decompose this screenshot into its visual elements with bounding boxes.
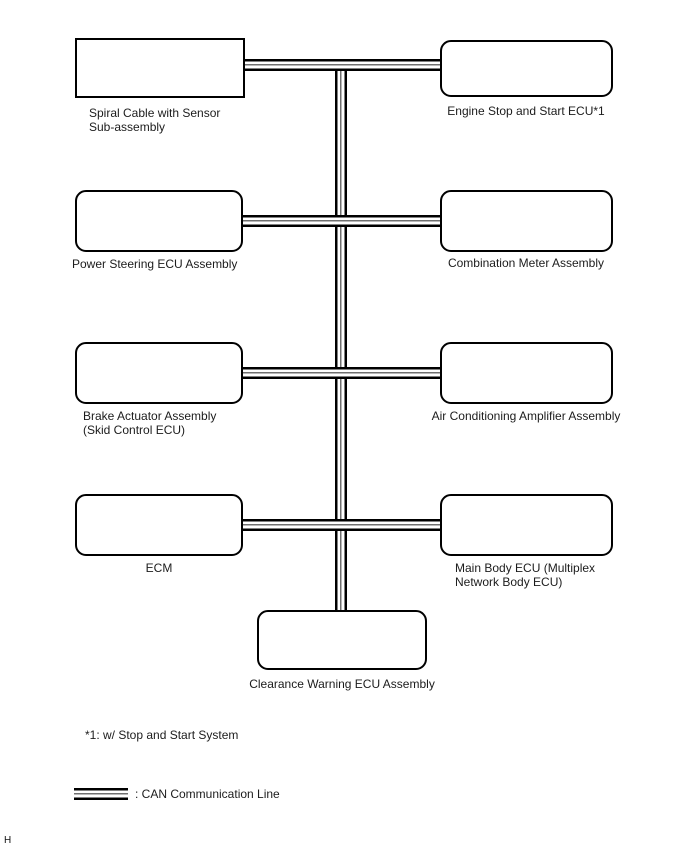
can-branch-row2 [243, 215, 440, 227]
node-label-engine-stop-start-ecu: Engine Stop and Start ECU*1 [447, 104, 605, 118]
node-box-ecm [75, 494, 243, 556]
legend-label: : CAN Communication Line [135, 787, 280, 801]
node-box-spiral-cable [75, 38, 245, 98]
can-line-legend-icon [74, 788, 128, 800]
can-trunk-line [335, 59, 347, 612]
node-label-power-steering-ecu: Power Steering ECU Assembly [72, 257, 238, 271]
node-box-clearance-warning-ecu [257, 610, 427, 670]
node-label-main-body-ecu: Main Body ECU (Multiplex Network Body EC… [455, 561, 596, 589]
node-label-spiral-cable: Spiral Cable with Sensor Sub-assembly [89, 106, 221, 134]
can-branch-row1 [245, 59, 440, 71]
node-label-ac-amplifier: Air Conditioning Amplifier Assembly [431, 409, 621, 423]
node-label-combination-meter: Combination Meter Assembly [447, 256, 605, 270]
footnote: *1: w/ Stop and Start System [85, 728, 239, 742]
legend: : CAN Communication Line [74, 788, 280, 800]
can-branch-row4 [243, 519, 440, 531]
node-box-engine-stop-start-ecu [440, 40, 613, 97]
node-box-power-steering-ecu [75, 190, 243, 252]
node-box-main-body-ecu [440, 494, 613, 556]
node-box-brake-actuator [75, 342, 243, 404]
node-label-brake-actuator: Brake Actuator Assembly (Skid Control EC… [83, 409, 217, 437]
node-label-ecm: ECM [145, 561, 173, 575]
node-box-ac-amplifier [440, 342, 613, 404]
page-marker: H [4, 835, 12, 846]
can-branch-row3 [243, 367, 440, 379]
node-label-clearance-warning-ecu: Clearance Warning ECU Assembly [249, 677, 435, 691]
node-box-combination-meter [440, 190, 613, 252]
